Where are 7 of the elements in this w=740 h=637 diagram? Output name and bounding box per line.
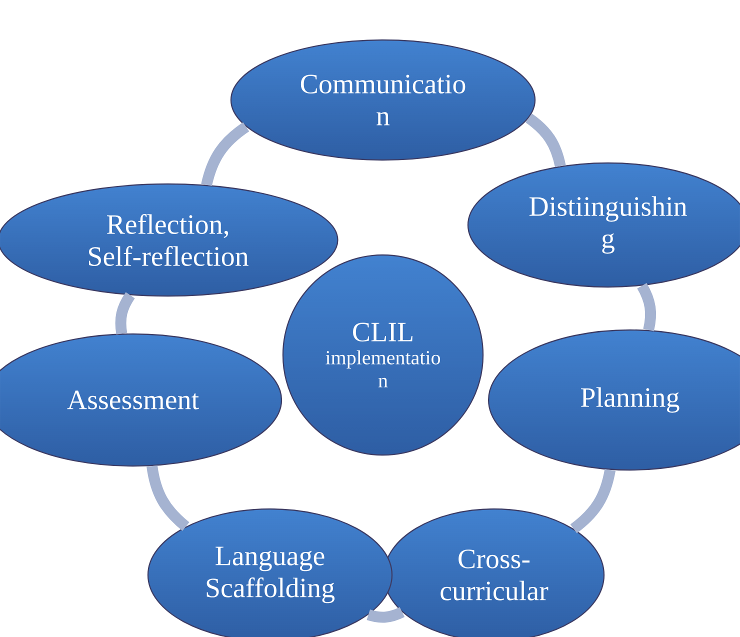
ring-segment: [570, 468, 616, 534]
ring-segment: [146, 465, 190, 531]
ring-segment: [115, 292, 135, 334]
ring-segment: [525, 114, 566, 168]
ring-segment: [201, 122, 250, 186]
ring-segment: [637, 283, 656, 332]
ring-segment: [366, 607, 404, 623]
